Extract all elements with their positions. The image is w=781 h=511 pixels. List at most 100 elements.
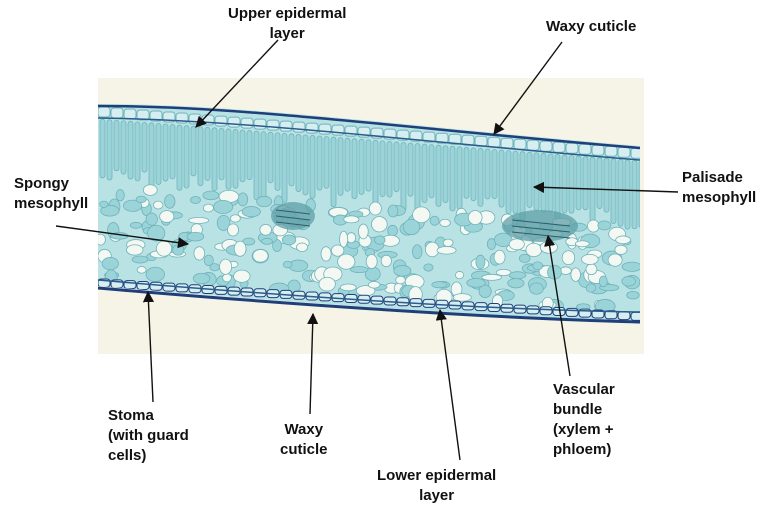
palisade-cell [303, 135, 308, 195]
spongy-cell [132, 256, 148, 263]
epidermal-cell [280, 121, 292, 131]
spongy-cell [598, 221, 611, 230]
spongy-cell [571, 268, 581, 282]
spongy-cell [388, 205, 398, 217]
label-spongy-mesophyll: Spongy mesophyll [14, 174, 88, 214]
spongy-cell [394, 265, 411, 276]
spongy-cell [126, 245, 143, 255]
spongy-cell [242, 206, 260, 216]
palisade-cell [492, 150, 497, 199]
epidermal-cell [241, 118, 253, 128]
spongy-cell [344, 216, 359, 223]
palisade-cell [268, 132, 273, 183]
epidermal-cell [540, 307, 552, 315]
spongy-cell [283, 261, 292, 268]
palisade-cell [478, 148, 483, 206]
spongy-cell [102, 257, 118, 269]
epidermal-cell [319, 124, 331, 134]
palisade-cell [170, 125, 175, 179]
epidermal-cell [137, 281, 149, 289]
spongy-cell [203, 204, 213, 212]
palisade-cell [450, 146, 455, 211]
palisade-cell [394, 142, 399, 192]
spongy-cell [412, 245, 422, 259]
epidermal-cell [527, 140, 539, 150]
spongy-cell [608, 254, 622, 266]
palisade-cell [212, 128, 217, 191]
epidermal-cell [202, 115, 214, 125]
palisade-cell [296, 134, 301, 191]
palisade-cell [366, 140, 371, 191]
palisade-cell [191, 126, 196, 176]
palisade-cell [520, 152, 525, 221]
palisade-cell [149, 123, 154, 190]
spongy-cell [319, 277, 335, 291]
spongy-cell [193, 273, 209, 283]
epidermal-cell [228, 117, 240, 127]
palisade-cell [121, 121, 126, 174]
palisade-cell [331, 137, 336, 207]
spongy-cell [146, 267, 164, 281]
epidermal-cell [163, 283, 175, 291]
palisade-cell [184, 126, 189, 188]
palisade-cell [569, 155, 574, 213]
spongy-cell [599, 276, 607, 287]
spongy-cell [260, 224, 272, 235]
spongy-cell [187, 232, 204, 241]
spongy-cell [160, 211, 174, 223]
epidermal-cell [98, 107, 110, 117]
spongy-cell [234, 270, 251, 282]
spongy-cell [253, 250, 268, 263]
spongy-cell [340, 284, 356, 291]
spongy-cell [143, 185, 157, 196]
spongy-cell [381, 255, 391, 266]
spongy-cell [388, 225, 398, 236]
epidermal-cell [566, 308, 578, 316]
spongy-cell [586, 284, 596, 292]
palisade-cell [499, 150, 504, 207]
palisade-cell [324, 137, 329, 189]
spongy-cell [96, 234, 106, 245]
epidermal-cell [501, 138, 513, 148]
label-upper-epidermal: Upper epidermal layer [228, 4, 346, 44]
palisade-cell [548, 154, 553, 212]
palisade-cell [261, 132, 266, 201]
spongy-cell [165, 195, 175, 209]
spongy-cell [424, 264, 433, 271]
epidermal-cell [540, 141, 552, 151]
palisade-cell [387, 141, 392, 197]
spongy-cell [530, 283, 544, 294]
spongy-cell [562, 251, 575, 265]
spongy-cell [366, 254, 377, 268]
palisade-cell [429, 145, 434, 198]
spongy-cell [509, 239, 524, 250]
spongy-cell [137, 267, 146, 274]
palisade-cell [317, 136, 322, 190]
epidermal-cell [488, 137, 500, 147]
spongy-cell [443, 239, 453, 246]
spongy-cell [482, 274, 502, 280]
spongy-cell [257, 196, 272, 206]
epidermal-cell [592, 145, 604, 155]
palisade-cell [163, 124, 168, 181]
palisade-cell [415, 144, 420, 211]
palisade-cell [534, 153, 539, 211]
spongy-cell [581, 254, 598, 264]
epidermal-cell [514, 139, 526, 149]
palisade-cell [611, 159, 616, 224]
palisade-cell [205, 127, 210, 180]
epidermal-cell [306, 123, 318, 133]
spongy-cell [116, 190, 124, 201]
spongy-cell [575, 241, 589, 247]
palisade-cell [457, 147, 462, 209]
epidermal-cell [267, 120, 279, 130]
spongy-cell [468, 210, 482, 224]
spongy-cell [432, 282, 447, 288]
palisade-cell [254, 131, 259, 200]
spongy-cell [455, 271, 463, 278]
spongy-cell [358, 224, 368, 239]
spongy-cell [234, 241, 246, 256]
palisade-cell [310, 135, 315, 198]
palisade-cell [485, 149, 490, 199]
spongy-cell [340, 231, 348, 247]
